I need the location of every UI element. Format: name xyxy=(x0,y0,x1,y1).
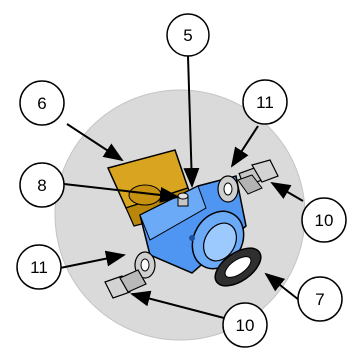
leader-11-left xyxy=(59,250,126,269)
callout-label-8: 8 xyxy=(37,176,46,195)
bolt-left xyxy=(104,269,147,299)
callout-label-7: 7 xyxy=(315,290,324,309)
callout-label-6: 6 xyxy=(37,94,46,113)
callout-10-bottom: 10 xyxy=(222,302,268,348)
leader-6 xyxy=(66,123,124,162)
washer-left xyxy=(134,251,156,279)
callout-label-11-top: 11 xyxy=(256,93,274,112)
callout-11-left: 11 xyxy=(16,244,62,290)
bolt-top-right xyxy=(237,159,279,195)
callout-7: 7 xyxy=(297,276,343,322)
callout-label-5: 5 xyxy=(183,26,192,45)
leader-8 xyxy=(63,183,180,203)
washer-top-right xyxy=(217,175,239,203)
callout-11-top: 11 xyxy=(242,79,288,125)
callout-8: 8 xyxy=(19,162,65,208)
callout-10-right: 10 xyxy=(301,197,347,243)
leader-lines xyxy=(59,55,304,319)
callout-6: 6 xyxy=(19,80,65,126)
leader-10-right xyxy=(270,181,304,202)
set-screw xyxy=(177,192,189,207)
leader-7 xyxy=(264,272,300,301)
leader-5 xyxy=(183,55,200,188)
leader-10-bottom xyxy=(130,290,225,319)
callout-label-11-left: 11 xyxy=(30,258,48,277)
callout-label-10-bottom: 10 xyxy=(236,316,255,335)
leader-11-top xyxy=(230,125,259,168)
callout-label-10-right: 10 xyxy=(315,211,334,230)
callout-5: 5 xyxy=(166,13,210,57)
seal-ring xyxy=(214,247,262,287)
